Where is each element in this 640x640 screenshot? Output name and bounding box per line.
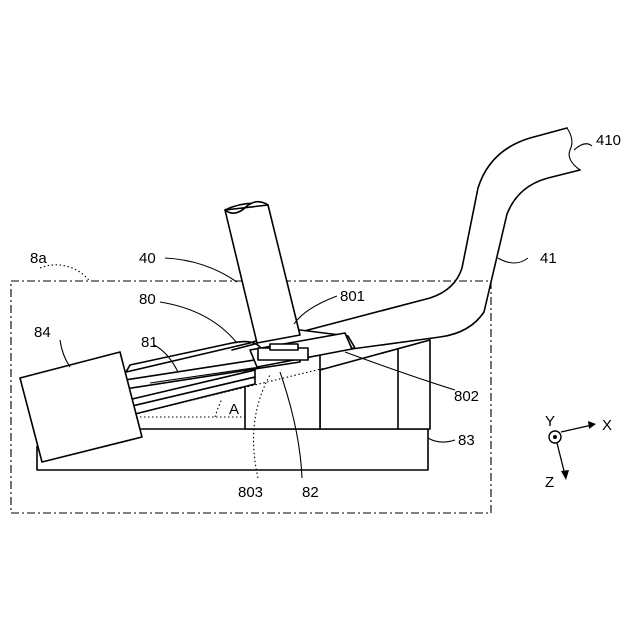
label-41: 41 <box>540 250 557 267</box>
x-arrowhead <box>588 421 596 429</box>
label-802: 802 <box>454 388 479 405</box>
axis-z-label: Z <box>545 474 554 491</box>
label-82: 82 <box>302 484 319 501</box>
tube-end-break <box>567 128 580 170</box>
leader-801 <box>294 296 337 324</box>
leader-40 <box>165 258 237 282</box>
support-block <box>320 340 430 429</box>
tube-41-lower <box>300 170 580 356</box>
label-410: 410 <box>596 132 621 149</box>
leader-8a <box>40 265 90 282</box>
leader-410 <box>574 144 592 150</box>
leader-80 <box>160 302 237 343</box>
label-81: 81 <box>141 334 158 351</box>
label-801: 801 <box>340 288 365 305</box>
piece-82-top <box>270 344 298 350</box>
axis-indicator: Y X Z <box>545 413 612 491</box>
y-axis-dot <box>553 435 557 439</box>
leader-41 <box>498 258 528 263</box>
label-40: 40 <box>139 250 156 267</box>
x-axis-arrow <box>561 425 592 432</box>
label-80: 80 <box>139 291 156 308</box>
label-83: 83 <box>458 432 475 449</box>
axis-y-label: Y <box>545 413 555 430</box>
axis-x-label: X <box>602 417 612 434</box>
label-8a: 8a <box>30 250 47 267</box>
leader-83 <box>428 438 455 442</box>
z-axis-arrow <box>557 443 565 475</box>
leader-84 <box>60 340 70 367</box>
member-40 <box>225 203 300 343</box>
label-803: 803 <box>238 484 263 501</box>
label-A: A <box>229 401 239 418</box>
label-84: 84 <box>34 324 51 341</box>
z-arrowhead <box>561 470 569 480</box>
angle-arc <box>215 399 222 417</box>
